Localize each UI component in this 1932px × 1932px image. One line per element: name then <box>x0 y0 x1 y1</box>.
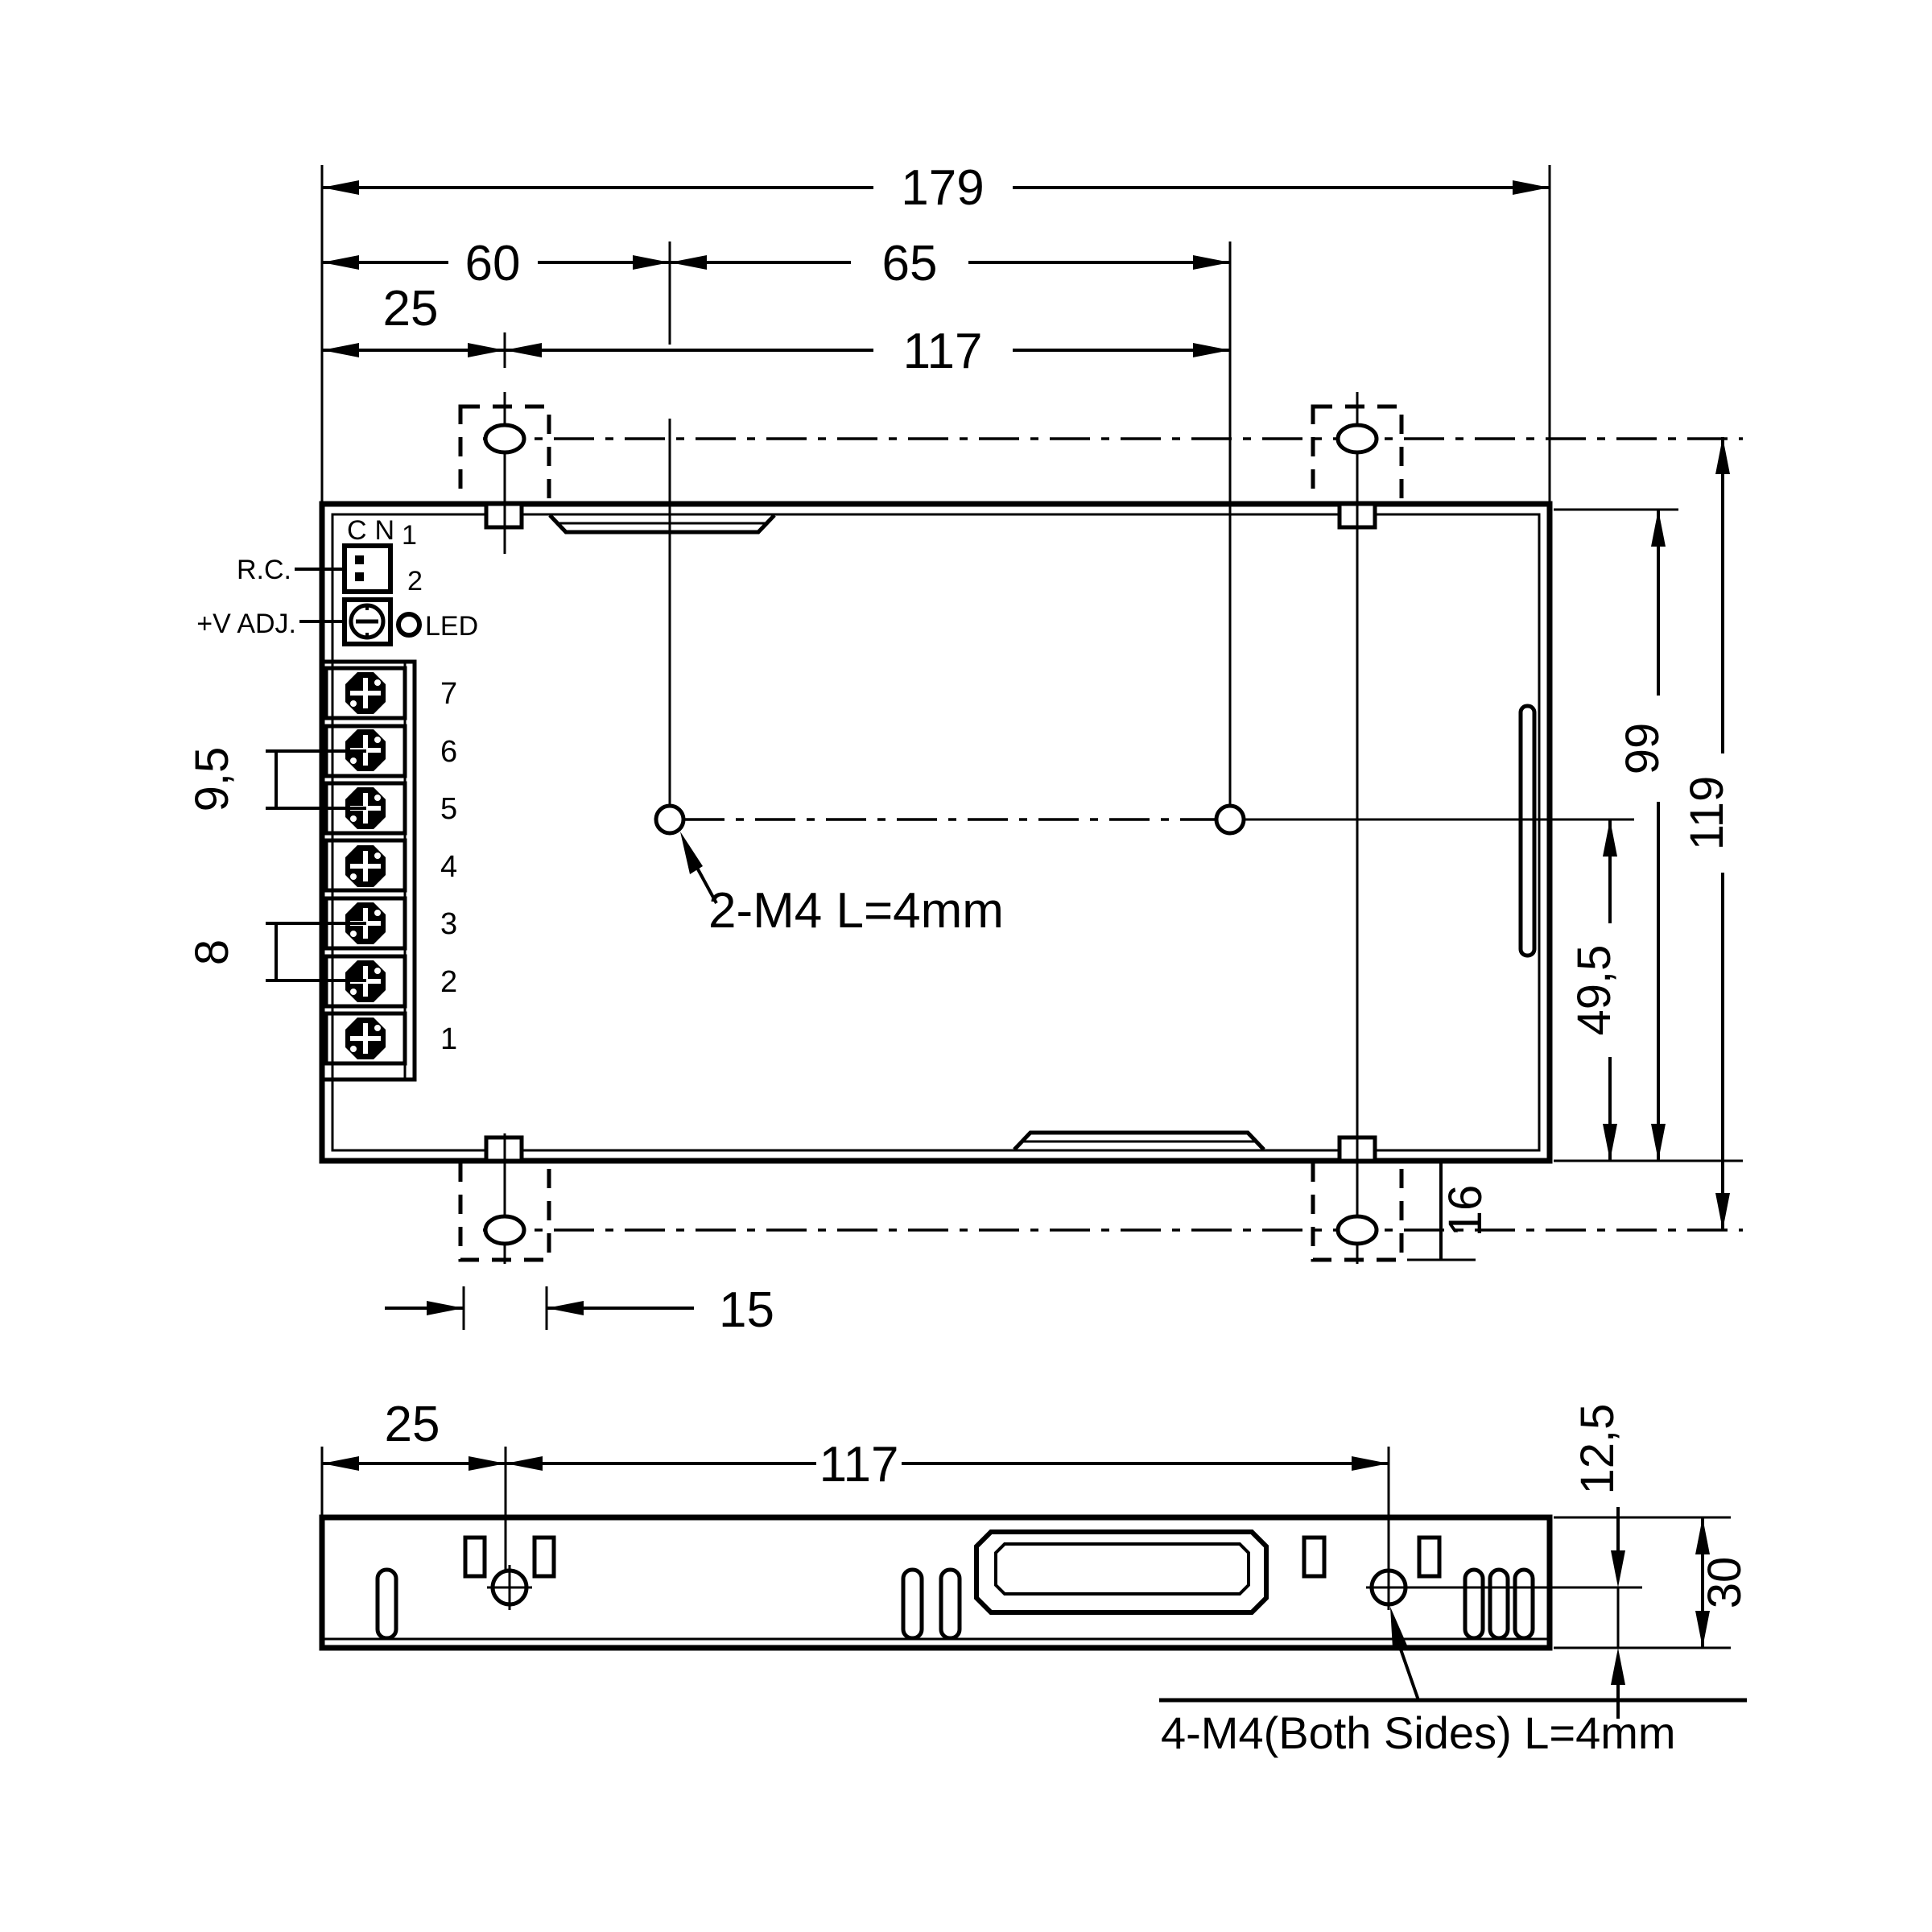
dim-label: 65 <box>882 236 938 291</box>
leader-arrow-icon <box>680 832 703 874</box>
vent-slot <box>939 1567 962 1641</box>
dim-label: 99 <box>1616 723 1669 775</box>
dim-terminal-pitch-9-5: 9,5 <box>186 747 366 812</box>
v-adj-label: +V ADJ. <box>196 609 296 639</box>
terminal-cell <box>324 838 407 893</box>
terminal-number: 7 <box>440 677 457 711</box>
side-extension-lines <box>320 1447 1731 1649</box>
terminal-cell <box>324 1011 407 1066</box>
dim-side-hole-offsets: 25 117 <box>322 1397 1389 1492</box>
dim-terminal-pitch-8: 8 <box>186 922 366 982</box>
dim-hole-to-edge: 49,5 <box>1568 819 1620 1161</box>
dim-label: 30 <box>1699 1557 1751 1609</box>
dim-label: 60 <box>465 236 521 291</box>
dim-label: 25 <box>383 281 439 336</box>
terminal-number: 1 <box>440 1022 457 1056</box>
dim-label: 9,5 <box>186 747 238 812</box>
dim-label: 119 <box>1681 776 1733 850</box>
dim-label: 117 <box>819 1437 899 1492</box>
side-opening <box>463 1535 487 1579</box>
rc-connector: CN 1 2 R.C. <box>237 515 423 597</box>
terminal-screw-icon <box>345 1018 386 1059</box>
mounting-note-label: 2-M4 L=4mm <box>708 883 1004 939</box>
dim-tab-offsets: 25 117 <box>322 281 1230 379</box>
dim-label: 8 <box>186 939 238 965</box>
led-label: LED <box>425 611 478 642</box>
dim-side-hole-height: 12,5 <box>1571 1404 1625 1719</box>
leader-arrow-icon <box>1390 1607 1407 1649</box>
side-view: 25 117 12,5 30 4-M4(Both Sides) L=4mm <box>319 1397 1751 1758</box>
dim-label: 49,5 <box>1568 945 1620 1036</box>
vent-slot <box>1463 1567 1485 1641</box>
side-opening <box>1302 1535 1327 1579</box>
side-screw-hole-icon <box>487 1565 532 1610</box>
tab-hole-icon <box>1335 1214 1379 1246</box>
terminal-number: 4 <box>440 850 457 884</box>
terminal-number: 6 <box>440 735 457 769</box>
mounting-tab <box>1311 404 1404 506</box>
dim-label: 12,5 <box>1571 1404 1624 1495</box>
terminal-number: 2 <box>440 965 457 999</box>
m4-hole-icon <box>654 803 686 836</box>
dim-overall-width: 179 <box>322 160 1550 216</box>
dim-label: 179 <box>901 160 984 216</box>
pin1-label: 1 <box>402 520 417 551</box>
terminal-number: 5 <box>440 792 457 826</box>
connector-pin-icon <box>355 555 364 564</box>
pin2-label: 2 <box>407 566 423 597</box>
connector-pin-icon <box>355 572 364 581</box>
bottom-louver-notch <box>1013 1130 1265 1151</box>
side-opening <box>532 1535 556 1579</box>
voltage-adjust: +V ADJ. LED <box>196 597 478 646</box>
mounting-note-label: 4-M4(Both Sides) L=4mm <box>1161 1707 1676 1758</box>
dim-label: 25 <box>385 1397 440 1452</box>
terminal-cell <box>324 666 407 720</box>
dim-tab-protrusion: 16 <box>1421 1159 1492 1260</box>
rc-label: R.C. <box>237 555 291 585</box>
mounting-tab <box>1311 1158 1404 1262</box>
extension-lines <box>320 165 1743 1330</box>
vent-slot <box>1488 1567 1510 1641</box>
terminal-screw-icon <box>345 845 386 887</box>
mounting-tab <box>458 404 551 506</box>
mounting-tab <box>458 1158 551 1262</box>
led-icon <box>396 612 422 638</box>
vent-slot <box>901 1567 924 1641</box>
tab-hole-icon <box>1335 423 1379 455</box>
terminal-number: 3 <box>440 907 457 941</box>
mounting-note-top: 2-M4 L=4mm <box>680 832 1004 939</box>
vent-slot <box>1513 1567 1535 1641</box>
vent-slot <box>375 1567 398 1641</box>
dim-side-height: 30 <box>1695 1517 1751 1648</box>
ac-inlet-opening <box>974 1530 1269 1615</box>
dim-tab-hole-rows: 119 <box>1681 437 1733 1230</box>
dim-label: 16 <box>1439 1185 1492 1237</box>
case-outline <box>319 501 1553 1164</box>
side-opening <box>1417 1535 1442 1579</box>
top-view: CN 1 2 R.C. +V ADJ. LED <box>186 160 1743 1338</box>
dim-label: 117 <box>903 324 983 379</box>
connector-name-label: CN <box>347 515 402 546</box>
side-vent-slot <box>1518 704 1537 958</box>
m4-hole-icon <box>1214 803 1246 836</box>
top-louver-notch <box>548 514 776 535</box>
mounting-note-side: 4-M4(Both Sides) L=4mm <box>1159 1607 1747 1758</box>
terminal-screw-icon <box>345 672 386 714</box>
tab-hole-icon <box>483 423 526 455</box>
dim-hole-offsets: 60 65 <box>322 236 1230 291</box>
dim-label: 15 <box>719 1282 774 1338</box>
dim-tab-width: 15 <box>385 1282 774 1338</box>
dim-case-depth: 99 <box>1616 510 1669 1161</box>
tab-hole-icon <box>483 1214 526 1246</box>
